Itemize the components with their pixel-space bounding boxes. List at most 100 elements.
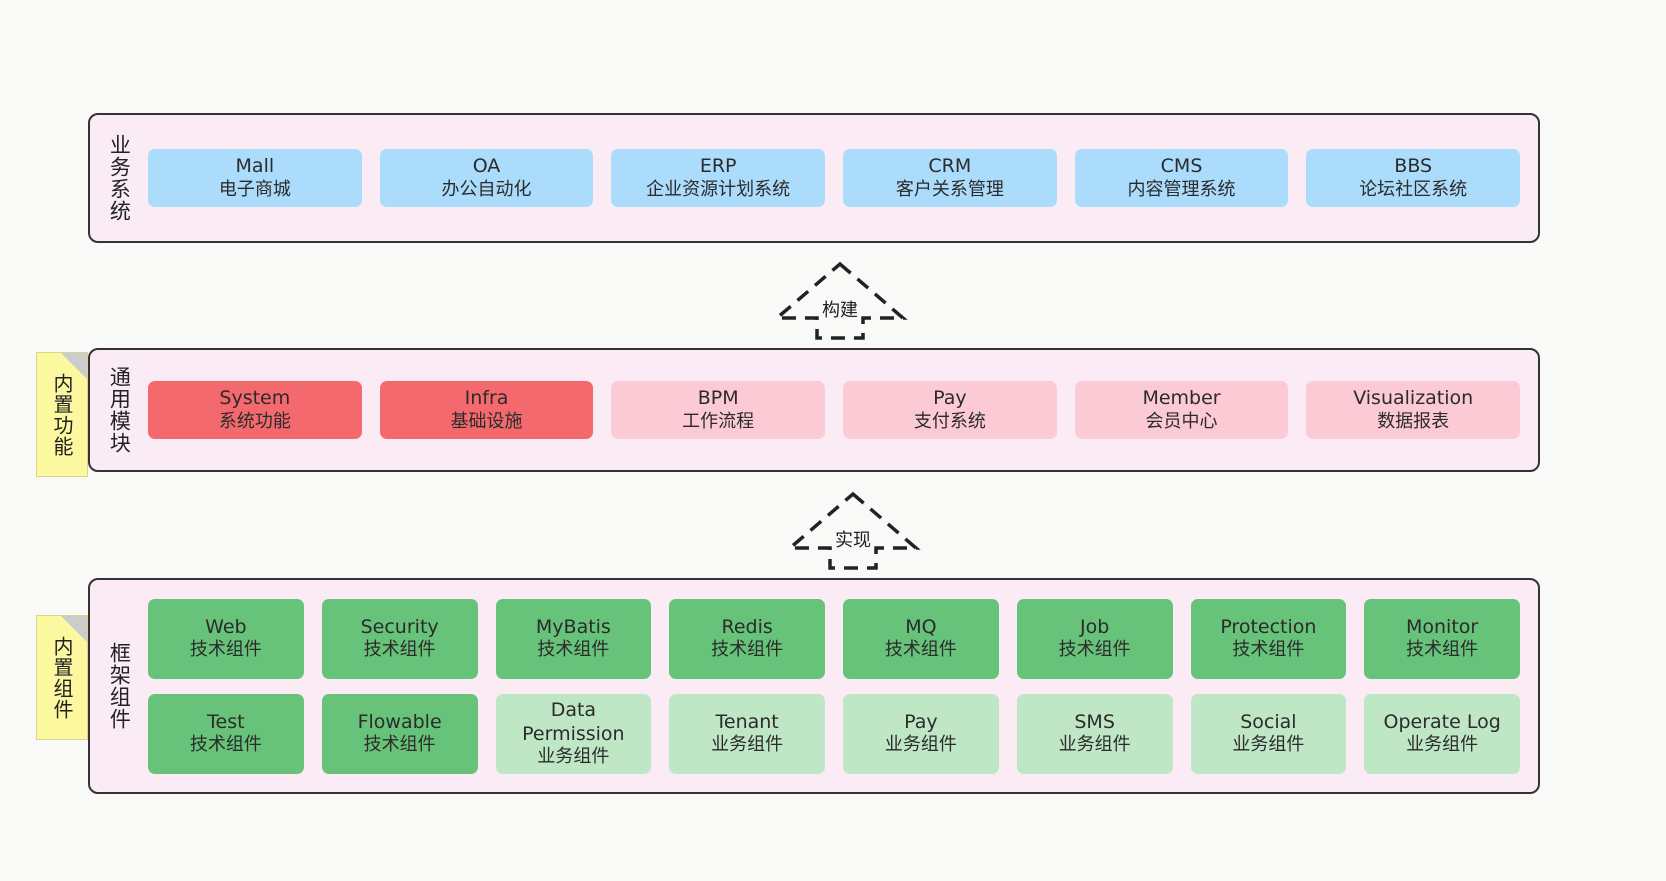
card-subtitle: 工作流程 [682,410,755,432]
build-arrow-icon [772,261,908,340]
card-title: Test [207,710,245,733]
card-title: Data [550,699,597,722]
card-title: Tenant [715,710,779,733]
framework-card-mq[interactable]: MQ 技术组件 [843,598,999,679]
card-title: Infra [464,387,509,410]
card-title: Security [360,615,439,638]
card-title: SMS [1074,710,1115,733]
card-title: BBS [1394,155,1433,178]
layer-common-modules-body: System 系统功能 Infra 基础设施 BPM 工作流程 Pay 支付系统… [148,350,1538,470]
framework-card-security[interactable]: Security 技术组件 [321,598,478,679]
framework-card-monitor[interactable]: Monitor 技术组件 [1364,598,1520,679]
layer-common-modules: 通用模块 System 系统功能 Infra 基础设施 BPM 工作流程 Pay [88,348,1540,472]
framework-card-mybatis[interactable]: MyBatis 技术组件 [495,598,652,679]
card-title: MyBatis [535,615,611,638]
card-subtitle: 电子商城 [218,178,291,200]
framework-card-web[interactable]: Web 技术组件 [148,598,304,679]
framework-card-row-tech: Web 技术组件 Security 技术组件 MyBatis 技术组件 Redi… [148,598,1520,679]
card-subtitle: 技术组件 [711,639,784,661]
connector-build: 构建 [755,258,925,342]
layer-common-modules-title: 通用模块 [107,366,132,454]
module-card-bpm[interactable]: BPM 工作流程 [611,381,826,439]
note-fold-corner-icon [61,616,87,642]
card-title: CMS [1160,155,1203,178]
card-subtitle: 技术组件 [189,639,262,661]
card-subtitle: 系统功能 [218,410,291,432]
card-subtitle: 客户关系管理 [895,178,1004,200]
card-title: Web [205,615,247,638]
module-card-pay[interactable]: Pay 支付系统 [843,381,1057,439]
layer-business-system-title: 业务系统 [107,134,132,222]
connector-implement: 实现 [768,488,938,572]
business-card-oa[interactable]: OA 办公自动化 [379,149,594,207]
framework-card-flowable[interactable]: Flowable 技术组件 [321,693,478,774]
card-subtitle: 内容管理系统 [1127,178,1236,200]
card-title: Member [1142,387,1221,410]
sticky-note-label: 内置组件 [50,635,74,720]
connector-implement-label: 实现 [835,530,871,551]
card-subtitle: 技术组件 [537,639,610,661]
card-title: BPM [697,387,739,410]
card-title: MQ [905,615,937,638]
module-card-system[interactable]: System 系统功能 [148,381,362,439]
business-card-cms[interactable]: CMS 内容管理系统 [1074,149,1289,207]
card-title: Mall [235,155,275,178]
layer-business-system-body: Mall 电子商城 OA 办公自动化 ERP 企业资源计划系统 CRM 客户关系… [148,115,1538,241]
card-subtitle: 技术组件 [884,639,957,661]
business-card-erp[interactable]: ERP 企业资源计划系统 [611,149,826,207]
layer-business-system: 业务系统 Mall 电子商城 OA 办公自动化 ERP 企业资源计划系统 CRM [88,113,1540,243]
business-card-mall[interactable]: Mall 电子商城 [148,149,362,207]
sticky-note-label: 内置功能 [50,372,74,457]
card-title: Pay [904,710,938,733]
card-subtitle: 数据报表 [1377,410,1450,432]
card-title: System [219,387,291,410]
implement-arrow-icon [785,491,921,570]
card-subtitle: 技术组件 [1232,639,1305,661]
framework-card-protection[interactable]: Protection 技术组件 [1190,598,1347,679]
card-subtitle: 业务组件 [1232,734,1305,756]
card-title: Monitor [1406,615,1479,638]
card-title: Protection [1220,615,1317,638]
module-card-row: System 系统功能 Infra 基础设施 BPM 工作流程 Pay 支付系统… [148,381,1521,439]
card-title: OA [472,155,501,178]
framework-card-row-business: Test 技术组件 Flowable 技术组件 Data Permission … [148,693,1520,774]
card-subtitle: 业务组件 [537,745,610,767]
framework-card-sms[interactable]: SMS 业务组件 [1016,693,1173,774]
framework-card-data-permission[interactable]: Data Permission 业务组件 [495,693,652,774]
business-card-bbs[interactable]: BBS 论坛社区系统 [1306,149,1521,207]
framework-card-redis[interactable]: Redis 技术组件 [669,598,825,679]
layer-framework-components-body: Web 技术组件 Security 技术组件 MyBatis 技术组件 Redi… [148,580,1538,792]
framework-card-operate-log[interactable]: Operate Log 业务组件 [1364,693,1520,774]
card-subtitle: 业务组件 [884,734,957,756]
framework-card-social[interactable]: Social 业务组件 [1190,693,1347,774]
card-title: Social [1240,710,1297,733]
business-card-crm[interactable]: CRM 客户关系管理 [843,149,1057,207]
card-subtitle: 业务组件 [1406,734,1479,756]
card-subtitle: 企业资源计划系统 [646,178,791,200]
sticky-note-builtin-features: 内置功能 [36,352,88,477]
framework-card-job[interactable]: Job 技术组件 [1016,598,1173,679]
card-title: Visualization [1353,387,1474,410]
card-subtitle: 会员中心 [1145,410,1218,432]
card-subtitle: 办公自动化 [441,178,532,200]
card-subtitle: 业务组件 [711,734,784,756]
card-subtitle: 技术组件 [363,734,436,756]
framework-card-test[interactable]: Test 技术组件 [148,693,304,774]
module-card-visualization[interactable]: Visualization 数据报表 [1306,381,1521,439]
card-subtitle: 技术组件 [1406,639,1479,661]
module-card-member[interactable]: Member 会员中心 [1074,381,1289,439]
card-title: Pay [933,387,967,410]
sticky-note-builtin-components: 内置组件 [36,615,88,740]
card-subtitle: 支付系统 [913,410,986,432]
card-subtitle: 技术组件 [1058,639,1131,661]
module-card-infra[interactable]: Infra 基础设施 [379,381,594,439]
card-title: Job [1079,615,1110,638]
framework-card-pay[interactable]: Pay 业务组件 [843,693,999,774]
card-title-line2: Permission [522,722,625,745]
framework-card-tenant[interactable]: Tenant 业务组件 [669,693,825,774]
connector-build-label: 构建 [822,300,858,321]
card-title: CRM [928,155,972,178]
layer-framework-components: 框架组件 Web 技术组件 Security 技术组件 MyBatis 技术组件… [88,578,1540,794]
card-subtitle: 业务组件 [1058,734,1131,756]
